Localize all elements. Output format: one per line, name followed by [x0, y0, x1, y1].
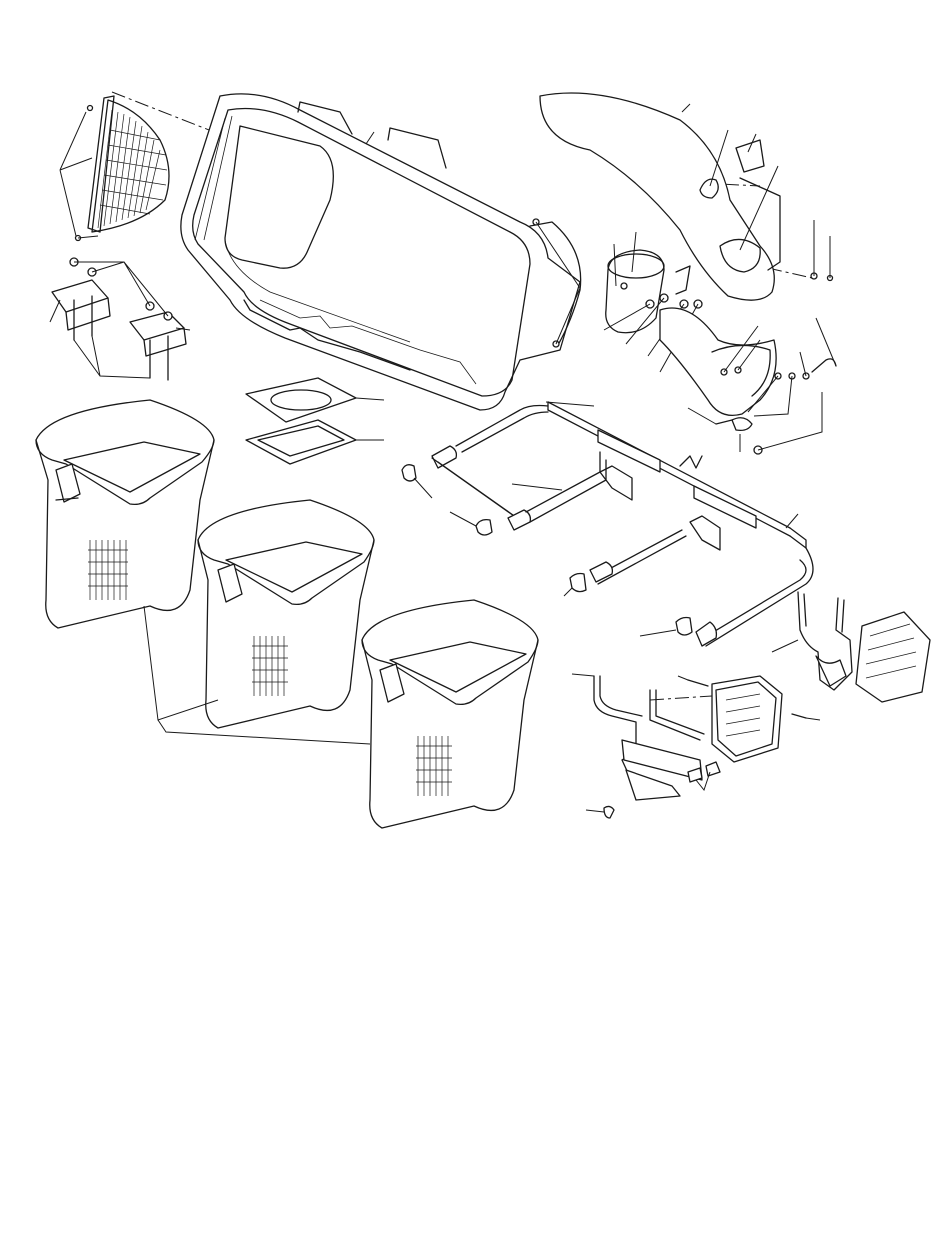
bag-cover [181, 94, 581, 410]
hitch-plate-right [856, 612, 930, 702]
hitch-bracket-right [772, 592, 852, 690]
grass-bag-3 [362, 600, 538, 828]
grass-bag-1 [36, 400, 214, 628]
upper-chute [540, 93, 833, 300]
hinge-bracket-right [130, 302, 186, 380]
hinge-bracket-left [52, 258, 110, 340]
grass-bag-2 [198, 500, 374, 728]
cover-seal [246, 420, 384, 464]
hitch-plate [650, 676, 820, 762]
mounting-bracket [572, 674, 720, 818]
rear-screen [60, 96, 169, 241]
lower-chute [660, 308, 836, 454]
cover-gasket [246, 378, 384, 422]
